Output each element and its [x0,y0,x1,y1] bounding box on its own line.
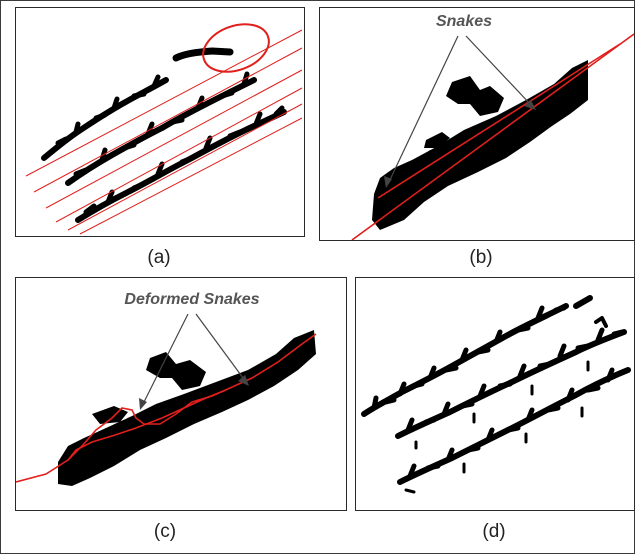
panel-b-image: Snakes [351,13,634,240]
panel-c-image: Deformed Snakes [16,291,317,486]
panel-b: Snakes [319,7,635,241]
panel-a [15,7,305,237]
panel-d [355,277,635,511]
caption-b-text: (b) [469,247,493,268]
caption-a: (a) [147,247,171,268]
panel-d-image [361,295,631,494]
panel-c: Deformed Snakes [15,277,347,511]
deformed-snakes-label: Deformed Snakes [124,291,259,308]
panel-a-image [25,23,303,235]
caption-d: (d) [482,521,506,542]
snakes-label: Snakes [436,13,492,30]
caption-c: (c) [153,521,177,542]
